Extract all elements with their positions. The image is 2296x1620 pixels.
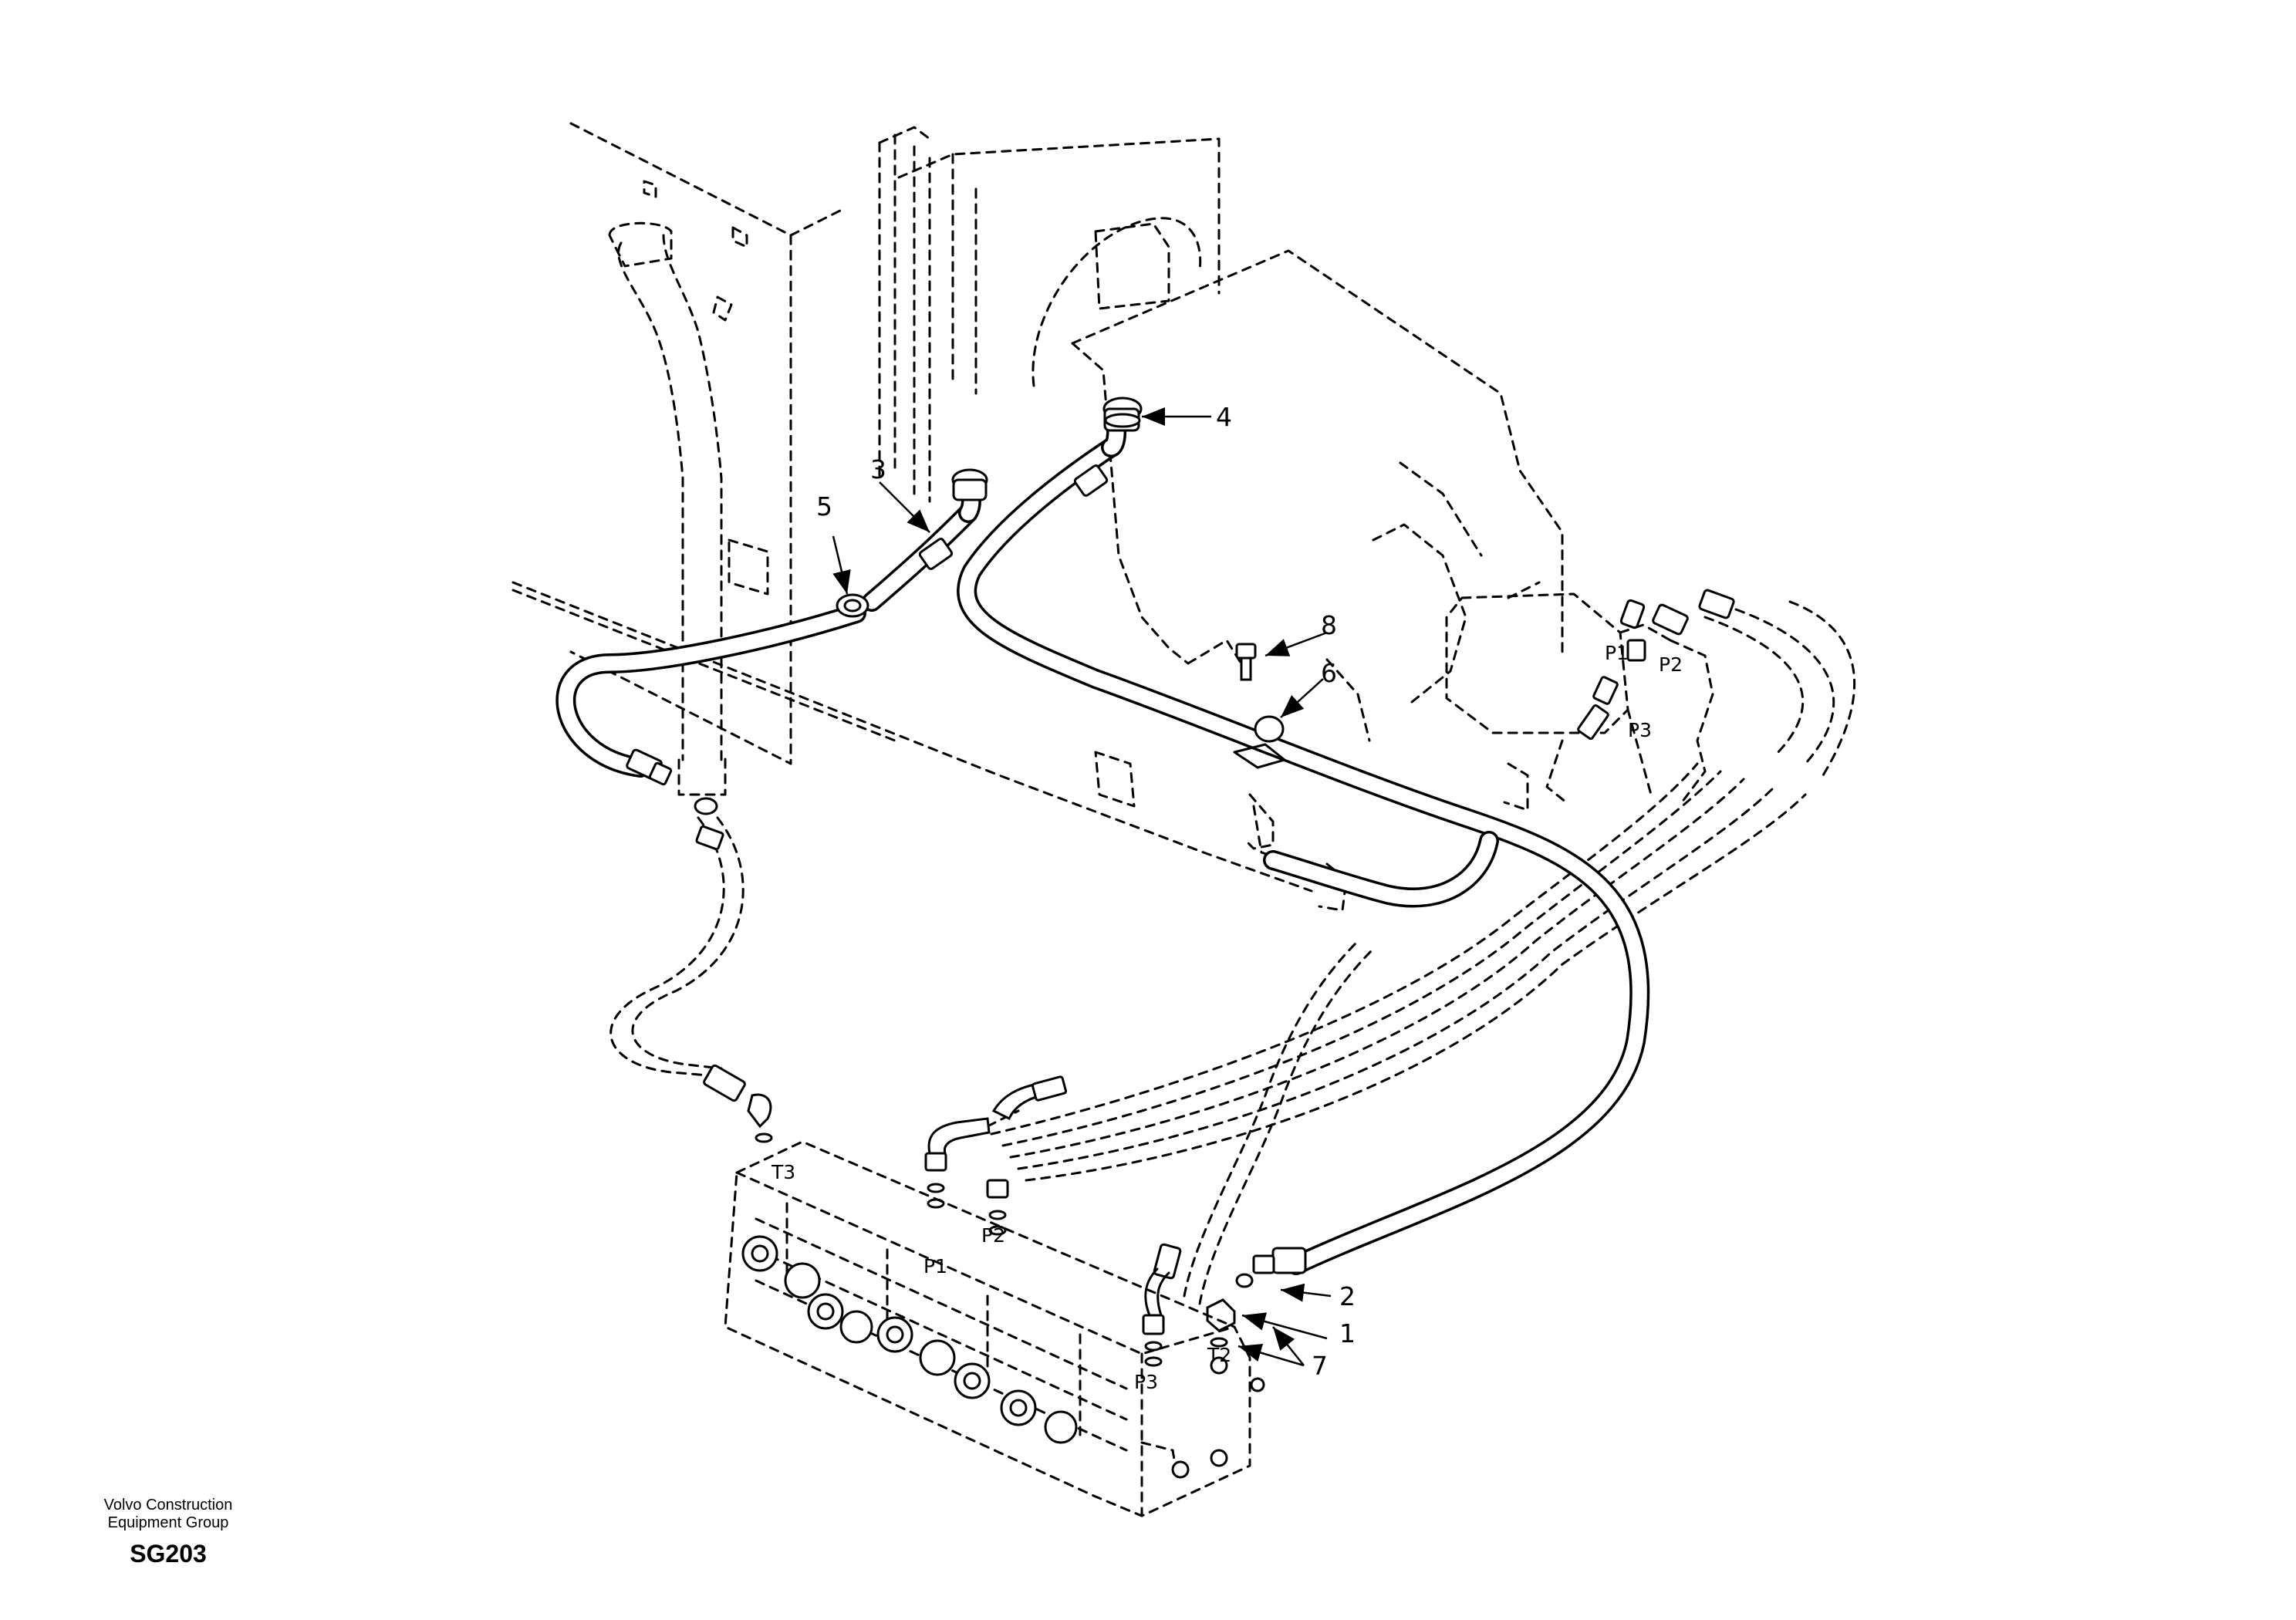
fittings bbox=[626, 397, 1735, 1367]
leader-6 bbox=[1280, 678, 1324, 718]
footer-company-line1: Volvo Construction bbox=[103, 1497, 233, 1514]
machine-outline bbox=[512, 122, 1714, 912]
port-label-t2: T2 bbox=[1207, 1344, 1231, 1366]
callouts: 4 3 5 8 6 2 1 7 bbox=[816, 402, 1356, 1381]
leader-7a bbox=[1237, 1343, 1305, 1367]
footer-company-line2: Equipment Group bbox=[107, 1514, 229, 1531]
leader-7b bbox=[1272, 1326, 1305, 1366]
leader-lines bbox=[832, 407, 1332, 1367]
callout-4: 4 bbox=[1216, 402, 1232, 432]
port-label-p3-valve: P3 bbox=[1134, 1371, 1158, 1393]
diagram-code: SG203 bbox=[130, 1540, 207, 1568]
callout-6: 6 bbox=[1321, 658, 1337, 688]
control-valve bbox=[724, 1140, 1265, 1517]
port-label-t3: T3 bbox=[771, 1161, 795, 1183]
leader-1 bbox=[1241, 1312, 1328, 1340]
leader-2 bbox=[1280, 1283, 1332, 1302]
callout-3: 3 bbox=[870, 454, 886, 484]
leader-5 bbox=[832, 535, 851, 595]
port-labels: T3 P1 P2 P3 T2 P1 P2 P3 bbox=[771, 642, 1683, 1393]
port-label-p1-pump: P1 bbox=[1605, 642, 1629, 664]
pilot-hoses bbox=[609, 600, 1856, 1305]
callout-1: 1 bbox=[1339, 1318, 1356, 1348]
callout-5: 5 bbox=[816, 491, 832, 521]
port-label-p2-pump: P2 bbox=[1659, 653, 1683, 676]
callout-2: 2 bbox=[1339, 1281, 1356, 1311]
callout-8: 8 bbox=[1321, 610, 1337, 640]
callout-7: 7 bbox=[1312, 1351, 1328, 1381]
port-label-p2-valve: P2 bbox=[981, 1224, 1005, 1247]
port-label-p1-valve: P1 bbox=[923, 1255, 947, 1277]
port-label-p3-pump: P3 bbox=[1628, 719, 1652, 741]
leader-3 bbox=[879, 481, 930, 533]
leader-8 bbox=[1264, 631, 1328, 657]
